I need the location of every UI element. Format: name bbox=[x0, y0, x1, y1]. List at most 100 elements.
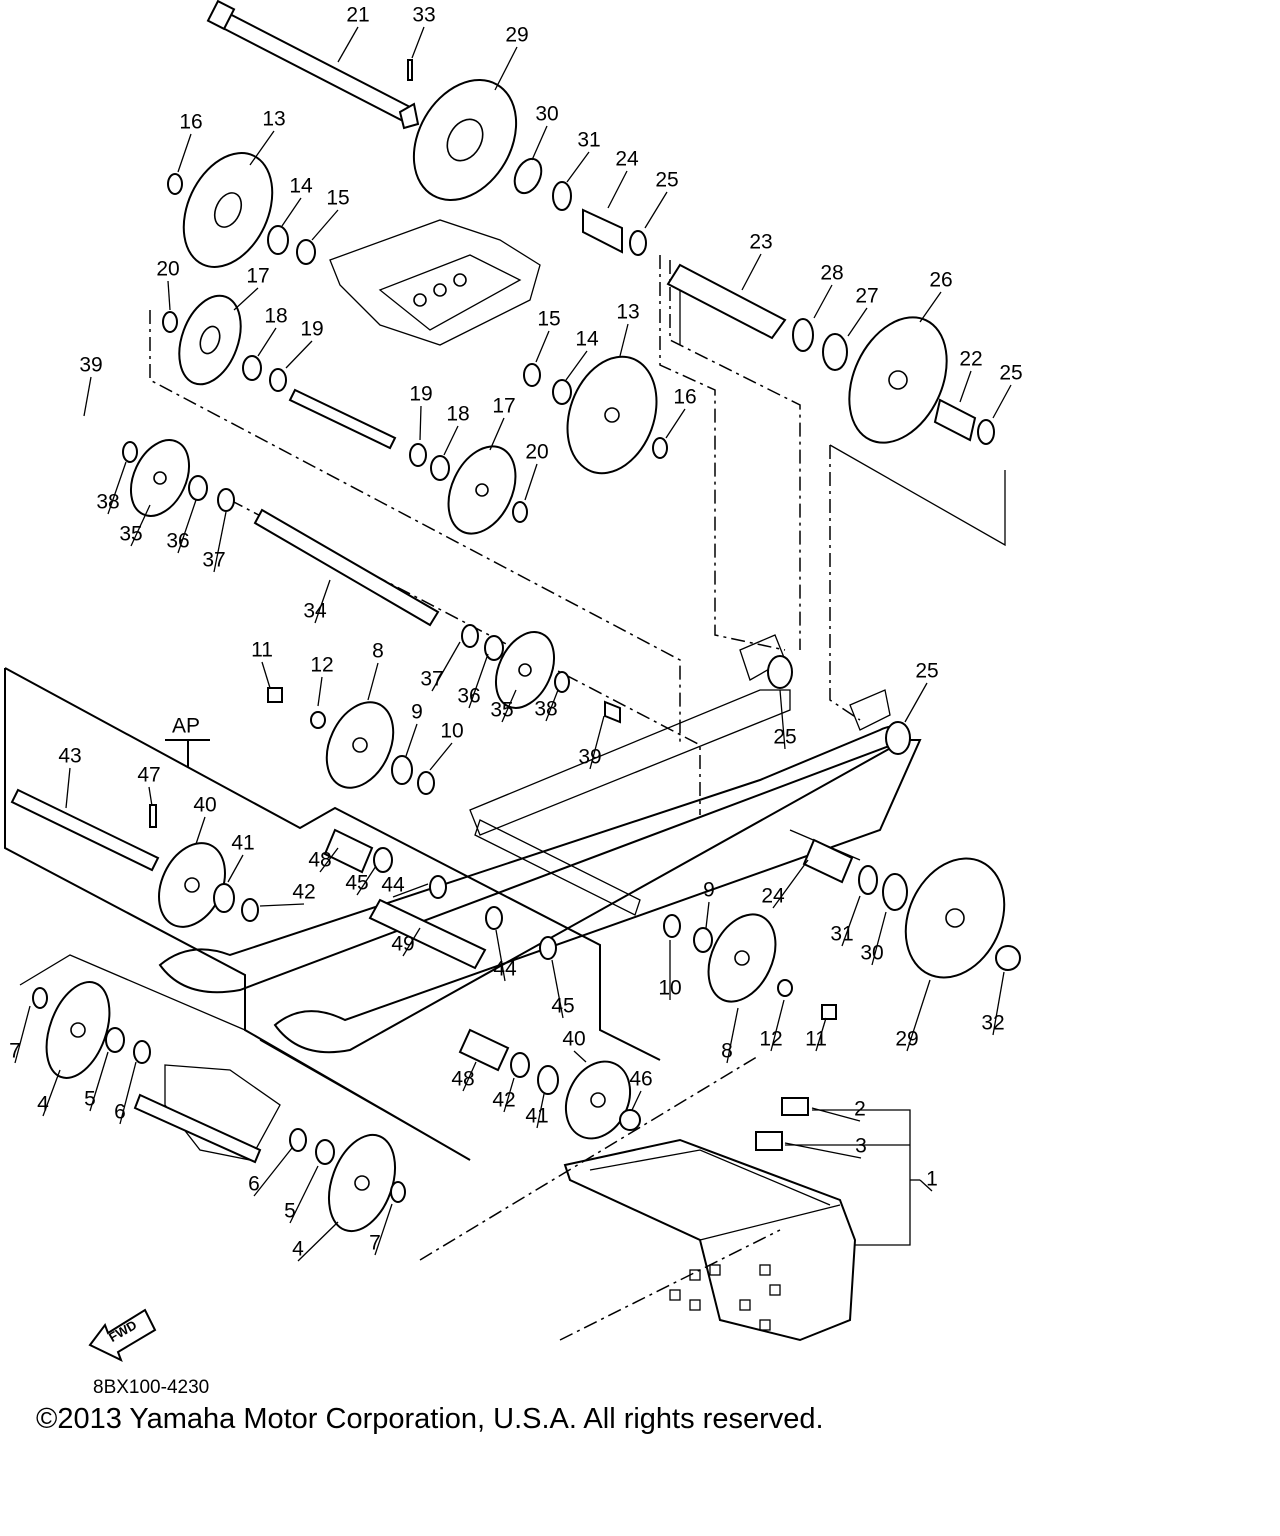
callout-leader bbox=[367, 662, 379, 701]
callout-number: 42 bbox=[292, 881, 315, 904]
callout-number: 25 bbox=[655, 169, 678, 192]
drawing-code: 8BX100-4230 bbox=[93, 1377, 209, 1398]
callout-number: 44 bbox=[493, 958, 517, 981]
callout-leader bbox=[177, 499, 197, 554]
callout-leader bbox=[871, 911, 887, 966]
callout-leader bbox=[119, 1061, 137, 1125]
callout-number: 23 bbox=[749, 231, 772, 254]
callout-leader bbox=[904, 682, 928, 723]
callout-number: 7 bbox=[369, 1232, 381, 1255]
copyright-notice: ©2013 Yamaha Motor Corporation, U.S.A. A… bbox=[36, 1403, 824, 1435]
callout-number: 5 bbox=[284, 1200, 296, 1223]
callout-leader bbox=[784, 1142, 862, 1159]
callout-leader bbox=[83, 376, 92, 417]
callout-number: 25 bbox=[773, 726, 796, 749]
callout-number: 9 bbox=[703, 879, 715, 902]
callout-leader bbox=[431, 641, 461, 692]
callout-number: 35 bbox=[490, 699, 513, 722]
callout-leader bbox=[443, 425, 459, 456]
callout-number: 48 bbox=[308, 849, 331, 872]
callout-number: 35 bbox=[119, 523, 142, 546]
callout-leader bbox=[741, 253, 762, 291]
callout-leader bbox=[130, 504, 151, 547]
callout-number: 46 bbox=[629, 1068, 652, 1091]
callout-number: 29 bbox=[895, 1028, 918, 1051]
callout-leader bbox=[959, 370, 972, 403]
callout-number: 43 bbox=[58, 745, 81, 768]
callout-number: 34 bbox=[303, 600, 327, 623]
callout-leader bbox=[195, 816, 206, 845]
callout-number: 16 bbox=[179, 111, 202, 134]
wheels bbox=[45, 78, 1006, 1233]
callout-leader bbox=[665, 408, 686, 439]
callout-leader bbox=[281, 197, 302, 227]
callout-number: 29 bbox=[505, 24, 528, 47]
callout-leader bbox=[811, 1107, 861, 1122]
callout-number: 26 bbox=[929, 269, 952, 292]
callout-leader bbox=[619, 323, 629, 357]
callout-number: 42 bbox=[492, 1089, 515, 1112]
callout-leader bbox=[847, 307, 868, 337]
callout-number: 16 bbox=[673, 386, 696, 409]
callout-number: 48 bbox=[451, 1068, 474, 1091]
callout-number: 38 bbox=[534, 698, 557, 721]
frame-lines bbox=[4, 255, 1006, 1341]
callout-number: 20 bbox=[156, 258, 179, 281]
callout-leader bbox=[705, 901, 710, 929]
callout-leader bbox=[531, 125, 548, 161]
callout-number: 15 bbox=[326, 187, 349, 210]
callout-leader bbox=[644, 191, 668, 229]
callout-leader bbox=[261, 661, 271, 689]
callout-leader bbox=[573, 1050, 587, 1063]
callout-leader bbox=[494, 46, 518, 91]
ap-label: AP bbox=[172, 715, 200, 738]
callout-leader bbox=[14, 1005, 31, 1064]
callout-number: 14 bbox=[289, 175, 313, 198]
callout-number: 20 bbox=[525, 441, 548, 464]
callout-leader bbox=[297, 1221, 339, 1262]
callout-number: 13 bbox=[262, 108, 285, 131]
callout-number: 22 bbox=[959, 348, 982, 371]
callout-leader bbox=[503, 1077, 515, 1113]
callout-number: 19 bbox=[300, 318, 323, 341]
callout-leader bbox=[177, 133, 192, 173]
callout-leader bbox=[536, 1093, 545, 1129]
callout-number: 30 bbox=[535, 103, 558, 126]
callout-leader bbox=[213, 511, 227, 573]
callout-number: 9 bbox=[411, 701, 423, 724]
callout-leader bbox=[311, 209, 339, 241]
callout-leader bbox=[815, 1017, 827, 1052]
callout-leader bbox=[107, 461, 127, 515]
callout-leader bbox=[906, 979, 931, 1052]
callout-leader bbox=[779, 689, 786, 750]
callout-leader bbox=[545, 689, 559, 722]
callout-leader bbox=[65, 767, 71, 809]
callout-number: 31 bbox=[577, 129, 600, 152]
callout-leader bbox=[992, 384, 1012, 419]
callout-number: 18 bbox=[446, 403, 469, 426]
callout-leader bbox=[374, 1203, 393, 1256]
callout-number: 32 bbox=[981, 1012, 1004, 1035]
callout-number: 18 bbox=[264, 305, 287, 328]
fwd-arrow-icon: FWD bbox=[88, 1308, 157, 1362]
callout-leader bbox=[607, 170, 628, 209]
callout-number: 17 bbox=[246, 265, 269, 288]
small-parts bbox=[32, 157, 1021, 1203]
callout-number: 40 bbox=[562, 1028, 585, 1051]
callout-leader bbox=[813, 284, 833, 319]
callout-leader bbox=[919, 291, 942, 323]
callout-leader bbox=[631, 1090, 642, 1111]
callout-leader bbox=[89, 1051, 109, 1112]
callout-number: 21 bbox=[346, 4, 369, 27]
upper-shaft-assembly bbox=[10, 0, 787, 1164]
callout-leader bbox=[314, 579, 331, 624]
callout-leader bbox=[524, 463, 538, 501]
callout-number: 49 bbox=[391, 933, 414, 956]
callout-number: 2 bbox=[854, 1098, 866, 1121]
callout-number: 44 bbox=[381, 874, 405, 897]
callout-number: 40 bbox=[193, 794, 216, 817]
callout-leader bbox=[429, 742, 453, 771]
callout-leader bbox=[565, 350, 588, 381]
callout-number: 12 bbox=[759, 1028, 782, 1051]
